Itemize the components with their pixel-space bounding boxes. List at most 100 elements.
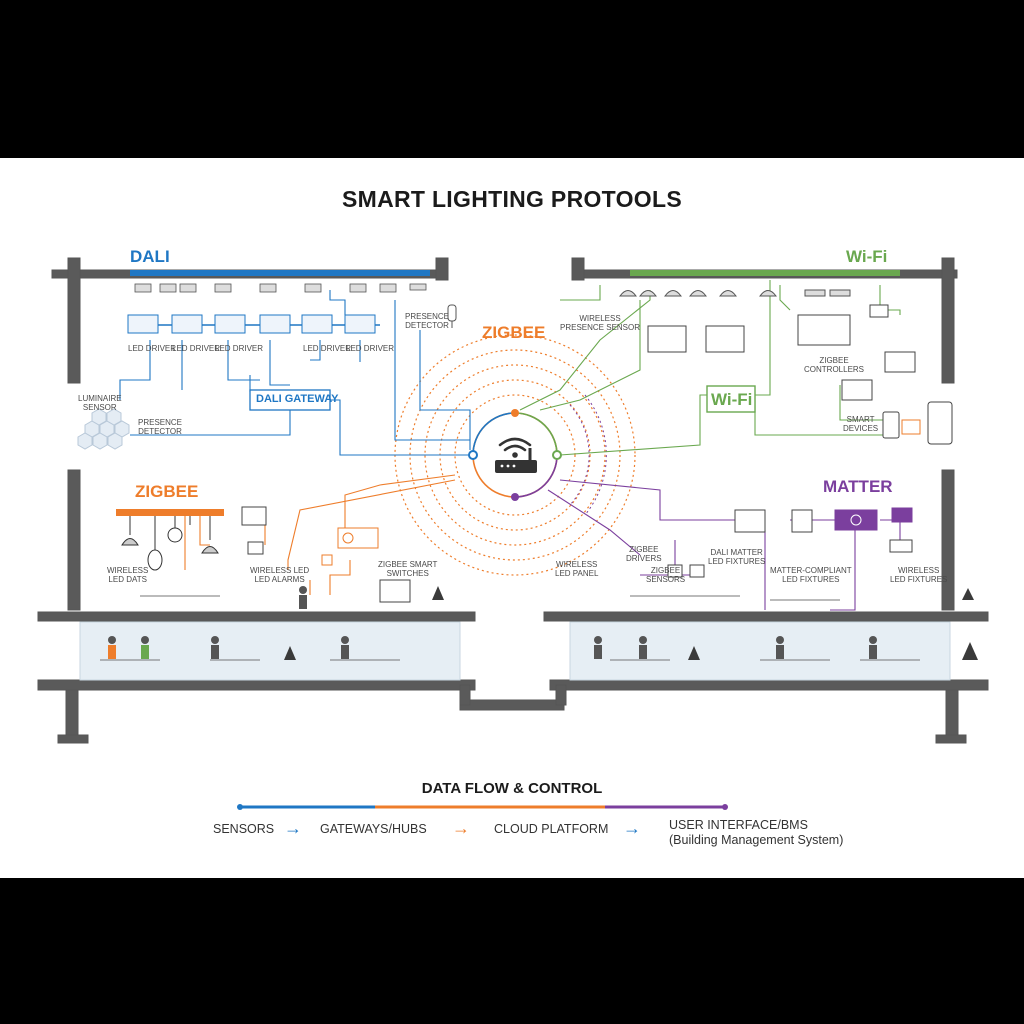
foundation-right [945, 689, 959, 743]
pendant-lamp-icon [121, 538, 139, 546]
person-icon [639, 636, 647, 644]
dali-matter-label: DALI MATTER LED FIXTURES [708, 548, 766, 566]
column-center-right-top [571, 257, 585, 281]
pendant-lamp-icon [167, 527, 183, 543]
central-hub [394, 334, 636, 576]
wifi-title: Wi-Fi [846, 247, 888, 266]
plant-icon [962, 588, 974, 600]
pendant-lamps [121, 516, 219, 571]
wifi-band [630, 270, 900, 276]
footing-left [57, 734, 89, 744]
zigbee-drivers-label: ZIGBEE DRIVERS [626, 545, 662, 563]
person-icon [341, 636, 349, 644]
pendant-lamp-icon [147, 549, 163, 571]
legend-arrow-3: → [623, 818, 641, 838]
luminaire-sensor-label: LUMINAIRE SENSOR [78, 394, 122, 412]
led-driver-icon [259, 314, 291, 334]
legend-gateways: GATEWAYS/HUBS [320, 822, 427, 836]
legend-user-interface: USER INTERFACE/BMS (Building Management … [669, 818, 844, 847]
matter-compliant-label: MATTER-COMPLIANT LED FIXTURES [770, 566, 852, 584]
presence-detector-top-label: PRESENCE DETECTOR [405, 312, 450, 330]
led-driver-icon [214, 314, 246, 334]
wifi-ceiling-fixtures [619, 289, 851, 297]
zigbee-title: ZIGBEE [135, 482, 199, 501]
zigbee-center-title: ZIGBEE [482, 323, 546, 342]
zigbee-devices [241, 506, 411, 603]
column-center-left-top [435, 257, 449, 281]
tablet-icon [927, 401, 953, 445]
wireless-presence-label: WIRELESS PRESENCE SENSOR [560, 314, 641, 332]
footing-right [935, 734, 967, 744]
matter-title: MATTER [823, 477, 893, 496]
zigbee-smart-switches-label: ZIGBEE SMART SWITCHES [378, 560, 438, 578]
person-icon [776, 636, 784, 644]
dali-band [130, 270, 430, 276]
plant-icon [962, 642, 978, 660]
presence-detector-left-label: PRESENCE DETECTOR [138, 418, 183, 436]
plant-icon [432, 586, 444, 600]
column-right-mid [941, 469, 955, 611]
people [108, 586, 877, 659]
dali-driver-label-2: LED DRIVER [172, 344, 221, 353]
legend-sensors: SENSORS [213, 822, 275, 836]
plant-icon [688, 646, 700, 660]
pendant-lamp-icon [201, 546, 219, 554]
ground-step-left [459, 684, 471, 706]
person-icon [594, 636, 602, 644]
smartphone-icon [882, 411, 900, 439]
led-driver-icon [171, 314, 203, 334]
plant-icon [284, 646, 296, 660]
smart-devices-label: SMART DEVICES [843, 415, 879, 433]
dali-driver-label-1: LED DRIVER [128, 344, 177, 353]
legend-arrow-1: → [284, 818, 302, 838]
wifi-wiring [519, 280, 901, 456]
zigbee-rail [116, 509, 224, 516]
matter-signal-rings [569, 394, 607, 516]
luminaire-sensor-cluster [77, 408, 130, 450]
wireless-fixtures-label: WIRELESS LED FIXTURES [890, 566, 948, 584]
zigbee-sensors-label: ZIGBEE SENSORS [646, 566, 686, 584]
wireless-led-alarms-label: WIRELESS LED LED ALARMS [250, 566, 310, 584]
matter-devices [667, 507, 913, 578]
wifi-hub-label: Wi-Fi [711, 390, 753, 409]
dali-title: DALI [130, 247, 170, 266]
floor-slab-left [37, 611, 476, 622]
led-driver-icon [301, 314, 333, 334]
matter-wiring [547, 479, 901, 611]
wifi-devices [647, 304, 953, 445]
person-icon [869, 636, 877, 644]
dali-driver-label-3: LED DRIVER [215, 344, 264, 353]
ground-slab-left [37, 679, 476, 691]
legend-title: DATA FLOW & CONTROL [421, 780, 603, 797]
person-icon [211, 636, 219, 644]
dali-driver-label-4: LED DRIVER [303, 344, 352, 353]
wireless-led-label: WIRELESS LED DATS [107, 566, 149, 584]
office-furniture [100, 595, 920, 661]
led-driver-icon [127, 314, 159, 334]
ground-slab-right [549, 679, 989, 691]
wifi-hub-box [706, 385, 756, 413]
column-right-top [941, 257, 955, 384]
router-icon [495, 448, 537, 473]
person-icon [108, 636, 116, 644]
person-icon [299, 586, 307, 594]
page-title: SMART LIGHTING PROTOOLS [342, 186, 682, 212]
legend-flow-line [237, 804, 728, 810]
zigbee-wiring [184, 474, 456, 595]
dali-gateway-box [249, 389, 331, 411]
dali-led-drivers [127, 314, 376, 334]
plants [284, 586, 978, 660]
floor-slab-right [543, 611, 989, 622]
wifi-icon [498, 437, 532, 458]
ground-step-right [555, 684, 567, 706]
presence-sensor-icon [447, 304, 457, 328]
led-driver-icon [344, 314, 376, 334]
dali-driver-label-5: LED DRIVER [346, 344, 395, 353]
foundation-left [65, 689, 79, 743]
legend-cloud: CLOUD PLATFORM [494, 822, 609, 836]
column-left-mid [67, 469, 81, 611]
zigbee-controllers-label: ZIGBEE CONTROLLERS [804, 356, 865, 374]
ground-floor-glass [79, 621, 951, 681]
